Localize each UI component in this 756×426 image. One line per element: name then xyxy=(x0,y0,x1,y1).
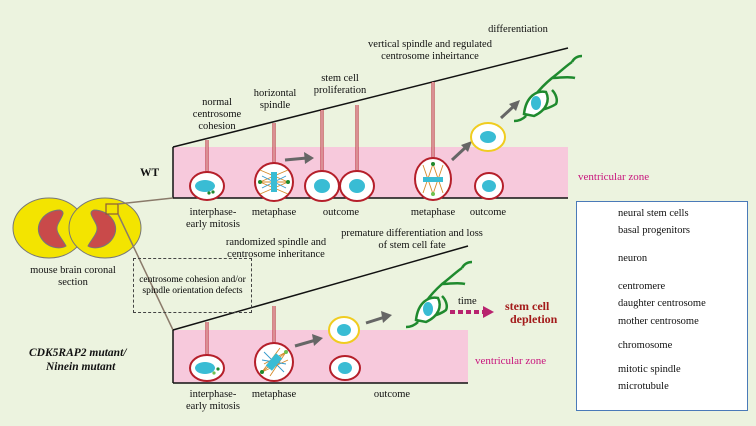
time-label: time xyxy=(458,296,477,307)
zoom-line-top xyxy=(117,197,174,205)
mutant-bottom1-label: interphase-early mitosis xyxy=(186,389,240,412)
legend-microtubule: microtubule xyxy=(618,381,669,392)
mutant-label-line1: CDK5RAP2 mutant/ xyxy=(29,347,127,359)
wt-cell1-nucleus xyxy=(195,180,215,192)
zoom-line-bottom xyxy=(117,213,174,331)
defects-box: centrosome cohesion and/or spindle orien… xyxy=(133,258,252,313)
legend-daughter-centrosome: daughter centrosome xyxy=(618,298,706,309)
wt-stage3-label: stem cell proliferation xyxy=(313,73,367,96)
depletion-line1: stem cell xyxy=(505,299,550,313)
wt-stage4-label: vertical spindle and regulated centrosom… xyxy=(368,39,492,62)
mutant-zone-band xyxy=(173,330,468,383)
wt-label: WT xyxy=(140,167,160,179)
legend-chromosome: chromosome xyxy=(618,340,673,351)
legend-mother-centrosome: mother centrosome xyxy=(618,316,699,327)
mutant-zone-label: ventricular zone xyxy=(475,355,547,367)
wt-zone-label: ventricular zone xyxy=(578,171,650,183)
legend-basal-progenitors: basal progenitors xyxy=(618,225,691,236)
legend-neural-stem-cells: neural stem cells xyxy=(618,208,689,219)
legend-centromere: centromere xyxy=(618,281,666,292)
wt-bottom3-label: outcome xyxy=(322,207,360,218)
legend-mitotic-spindle: mitotic spindle xyxy=(618,364,681,375)
mutant-basal-line xyxy=(172,245,469,331)
legend-box xyxy=(576,201,748,411)
brain-label: mouse brain coronal section xyxy=(30,265,116,288)
wt-stage2-label: horizontal spindle xyxy=(253,88,297,111)
mutant-stage3-label: premature differentiation and loss of st… xyxy=(341,228,483,251)
legend-neuron: neuron xyxy=(618,253,648,264)
wt-bottom2-label: metaphase xyxy=(251,207,297,218)
mutant-stage2-label: randomized spindle and centrosome inheri… xyxy=(225,237,327,260)
brain-section xyxy=(12,197,142,259)
wt-bottom4-label: metaphase xyxy=(410,207,456,218)
wt-basal-line xyxy=(172,47,569,148)
mutant-bottom3-label: outcome xyxy=(373,389,411,400)
wt-stage1-label: normal centrosome cohesion xyxy=(192,97,242,132)
mutant-bottom2-label: metaphase xyxy=(251,389,297,400)
mutant-label-line2: Ninein mutant xyxy=(46,361,116,373)
depletion-line2: depletion xyxy=(510,312,558,326)
wt-bottom5-label: outcome xyxy=(469,207,507,218)
wt-stage5-label: differentiation xyxy=(488,24,548,35)
wt-bottom1-label: interphase-early mitosis xyxy=(186,207,240,230)
